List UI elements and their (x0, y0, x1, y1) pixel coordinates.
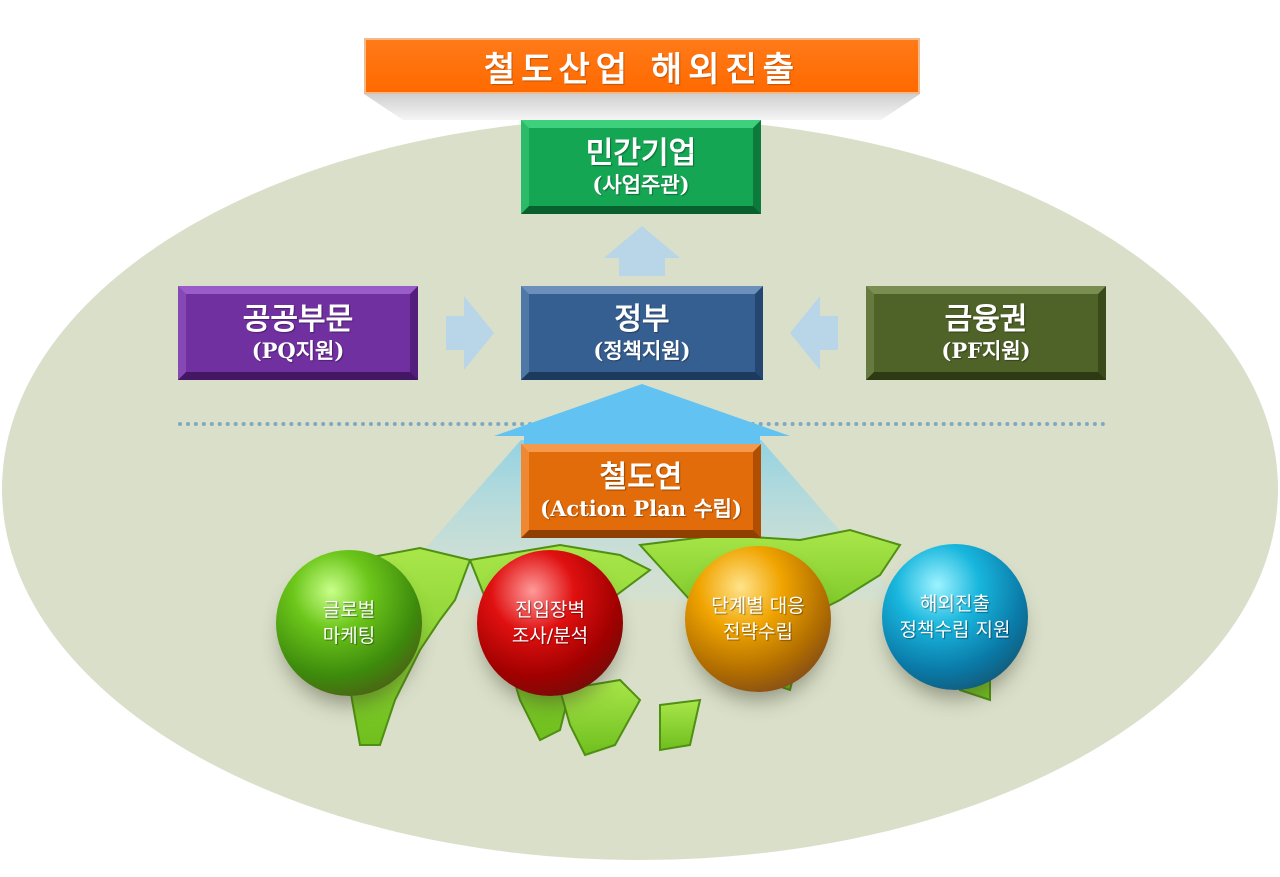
sphere-label-line1: 단계별 대응 (711, 595, 805, 617)
public-sector-title: 공공부문 (242, 302, 354, 337)
public-sector-subtitle: (PQ지원) (251, 338, 345, 363)
private-company-title: 민간기업 (585, 136, 697, 171)
private-company-subtitle: (사업주관) (592, 172, 690, 197)
public-sector-box: 공공부문 (PQ지원) (178, 286, 418, 380)
page-title: 철도산업 해외진출 (483, 49, 801, 90)
sphere-label-line2: 정책수립 지원 (899, 619, 1011, 641)
sphere-label-line2: 조사/분석 (511, 625, 589, 647)
sphere-policy-support: 해외진출 정책수립 지원 (882, 544, 1028, 690)
finance-box: 금융권 (PF지원) (866, 286, 1106, 380)
sphere-label-line1: 해외진출 (920, 593, 990, 615)
sphere-label-line1: 글로벌 (322, 599, 376, 621)
government-title: 정부 (614, 302, 670, 337)
arrow-left-to-government (790, 296, 838, 370)
title-banner: 철도산업 해외진출 (364, 38, 920, 94)
krri-box: 철도연 (Action Plan 수립) (521, 444, 761, 538)
government-box: 정부 (정책지원) (521, 286, 763, 380)
private-company-box: 민간기업 (사업주관) (521, 120, 761, 214)
sphere-label-line2: 전략수립 (723, 621, 793, 643)
arrow-up-to-government (494, 384, 790, 448)
title-banner-shadow (364, 94, 920, 120)
government-subtitle: (정책지원) (593, 338, 691, 363)
sphere-entry-barrier: 진입장벽 조사/분석 (477, 550, 623, 696)
sphere-label-line1: 진입장벽 (515, 599, 585, 621)
finance-subtitle: (PF지원) (941, 338, 1031, 363)
finance-title: 금융권 (944, 302, 1028, 337)
arrow-up-to-private (604, 226, 680, 276)
sphere-global-marketing: 글로벌 마케팅 (276, 550, 422, 696)
arrow-right-to-government (446, 296, 494, 370)
krri-subtitle: (Action Plan 수립) (540, 496, 742, 521)
krri-title: 철도연 (599, 460, 683, 495)
sphere-label-line2: 마케팅 (322, 625, 376, 647)
sphere-strategy: 단계별 대응 전략수립 (685, 546, 831, 692)
